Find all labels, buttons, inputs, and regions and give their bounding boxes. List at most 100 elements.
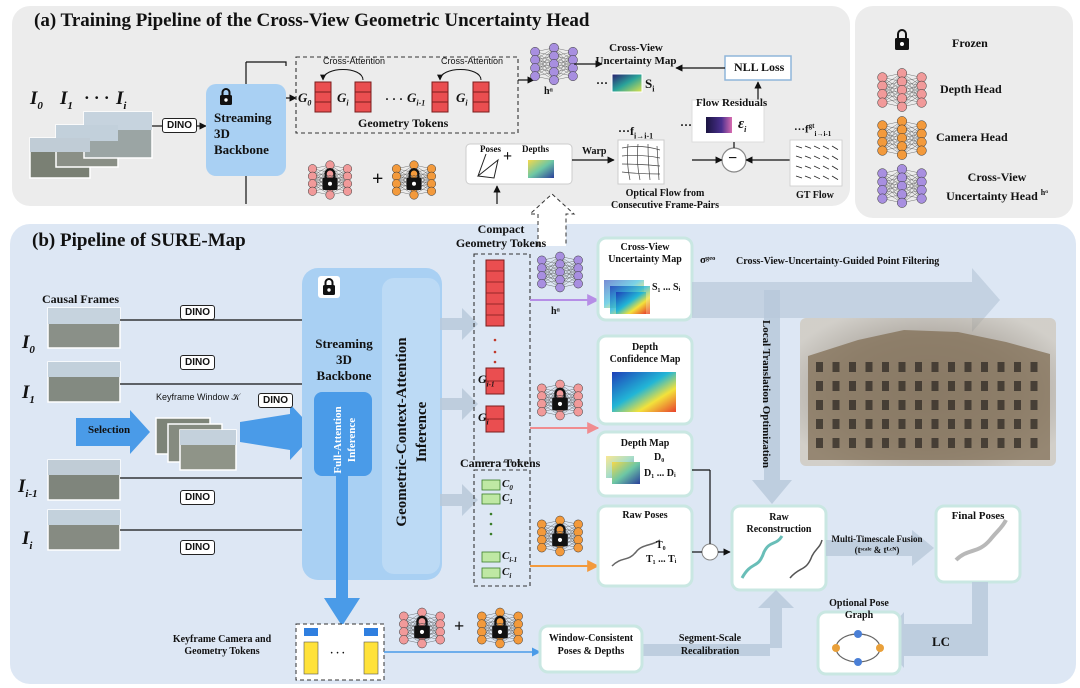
building-window — [849, 419, 856, 429]
window-consistent-card — [538, 624, 644, 674]
g-i-label: Gi — [478, 410, 489, 427]
gt-flow-label: GT Flow — [796, 190, 834, 201]
raw-trajectory-path — [611, 539, 661, 567]
flow-gt-label: ···fgti→i-1 — [794, 122, 832, 138]
legend-depth-head-label: Depth Head — [940, 82, 1002, 96]
building-window — [964, 400, 972, 410]
building-window — [849, 362, 856, 372]
building-window — [931, 381, 939, 391]
legend-graphics — [877, 29, 927, 208]
pose-frustum-icon — [476, 153, 499, 179]
building-window — [865, 381, 873, 391]
kf-token-dots: · · · — [330, 648, 346, 659]
vertical-dot — [489, 522, 493, 526]
building-window — [931, 438, 939, 448]
building-window — [931, 400, 939, 410]
building-window — [981, 438, 988, 448]
cross-attention-arc-2 — [437, 69, 482, 81]
input-i1: I1 — [60, 88, 73, 112]
building-window — [882, 400, 889, 410]
vertical-dot — [489, 532, 493, 536]
d-seq-label: D₁ ... Dᵢ — [644, 468, 676, 479]
frame-label-i0: I0 — [22, 332, 35, 356]
multi-fusion-label: Multi-Timescale Fusion(tˢᶜᵃˡᵉ & tᴸᶜᴺ) — [831, 534, 923, 555]
residual-dots: ··· — [680, 118, 693, 132]
flow-vector — [804, 165, 812, 169]
building-window — [1014, 381, 1021, 391]
flow-vector — [813, 165, 821, 170]
building-window — [997, 400, 1005, 410]
local-opt-label: Local Translation Optimization — [760, 319, 773, 469]
depth-thumb-a — [528, 160, 554, 178]
selection-arrow — [76, 410, 150, 454]
lock-icon — [414, 615, 430, 639]
building-window — [882, 419, 889, 429]
flow-vector — [822, 145, 830, 150]
uncertainty-map-thumb-a — [611, 73, 643, 93]
lock-icon-backbone — [318, 276, 340, 303]
warp-label: Warp — [582, 146, 607, 157]
legend-camera-head-label: Camera Head — [936, 130, 1008, 144]
keyframe-to-backbone-arrow — [240, 404, 316, 460]
token-gi-1: Gi-1 — [407, 90, 426, 108]
section-b-title: (b) Pipeline of SURE-Map — [32, 230, 246, 251]
vertical-dot — [493, 360, 497, 364]
t-seq-label: T₁ ... Tᵢ — [646, 554, 677, 565]
lock-icon — [552, 523, 568, 547]
compact-tokens-box — [473, 253, 531, 463]
d0-label: D₀ — [654, 452, 665, 463]
lock-icon — [322, 168, 338, 190]
camera-tokens-label: Camera Tokens — [460, 456, 541, 470]
full-attention-block — [314, 392, 372, 476]
c0-label: C0 — [502, 478, 513, 493]
building-window — [898, 362, 906, 372]
building-window — [1030, 381, 1038, 391]
building-window — [915, 381, 922, 391]
filtering-label: Cross-View-Uncertainty-Guided Point Filt… — [736, 256, 940, 267]
lock-icon-a — [218, 88, 234, 111]
raw-poses-label: Raw Poses — [622, 510, 668, 521]
feedback-dashed-arrow — [528, 193, 576, 246]
input-dots: · · · — [84, 88, 110, 107]
s-seq-label: S₁ ... Sᵢ — [652, 282, 681, 293]
building-window — [915, 400, 922, 410]
flow-vector — [804, 145, 812, 149]
input-ii: Ii — [116, 88, 127, 112]
depth-head-icon-bottom — [399, 607, 445, 649]
building-window — [948, 362, 955, 372]
epsilon-label: εi — [738, 116, 747, 134]
camera-head-icon-b — [537, 515, 583, 557]
building-window — [1014, 400, 1021, 410]
building-window — [915, 438, 922, 448]
token-gi-last: Gi — [456, 90, 468, 108]
flow-vector — [831, 165, 839, 170]
flow-vector — [795, 165, 803, 169]
building-window — [948, 419, 955, 429]
building-window — [898, 381, 906, 391]
building-window — [849, 400, 856, 410]
nll-loss-box — [724, 55, 792, 81]
dino-badge-a: DINO — [162, 118, 197, 133]
flow-vector — [804, 175, 812, 179]
building-window — [816, 438, 823, 448]
c1-label: C1 — [502, 492, 513, 507]
flow-vector — [813, 175, 821, 180]
input-i0: I0 — [30, 88, 43, 112]
lock-icon — [492, 615, 508, 639]
building-window — [1030, 362, 1038, 372]
lc-arrow — [880, 582, 988, 668]
building-window — [981, 381, 988, 391]
recalibration-band — [642, 644, 770, 656]
building-window — [865, 438, 873, 448]
building-window — [832, 400, 840, 410]
uncertainty-head-icon-a — [530, 42, 578, 86]
poses-label-a: Poses — [480, 144, 501, 154]
